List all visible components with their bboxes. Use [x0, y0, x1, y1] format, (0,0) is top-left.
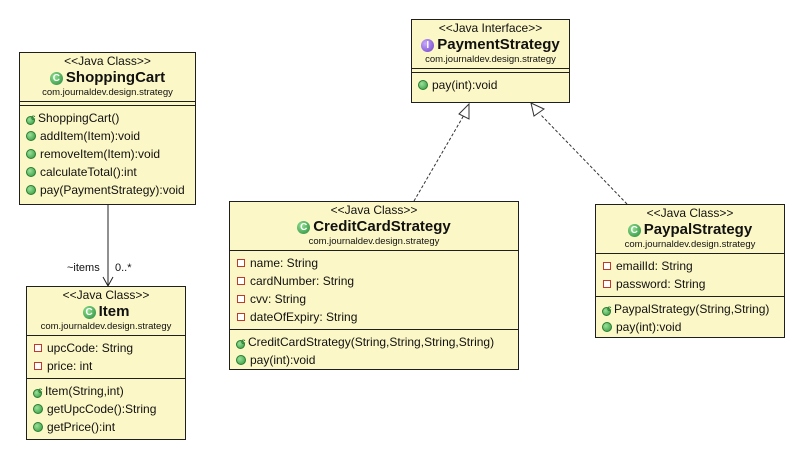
- field-row: name: String: [230, 254, 518, 272]
- stereotype-label: <<Java Class>>: [62, 288, 150, 302]
- payment-strategy-interface[interactable]: <<Java Interface>> I PaymentStrategy com…: [411, 19, 570, 103]
- credit-card-strategy-class[interactable]: <<Java Class>> C CreditCardStrategy com.…: [229, 201, 519, 370]
- package-label: com.journaldev.design.strategy: [40, 321, 172, 332]
- class-icon: C: [627, 223, 641, 237]
- class-name: PaypalStrategy: [643, 221, 753, 238]
- interface-icon: I: [421, 38, 435, 52]
- operations-compartment: pay(int):void: [412, 73, 569, 97]
- class-title: C Item: [27, 303, 185, 321]
- association-multiplicity-label: 0..*: [115, 262, 132, 274]
- public-method-icon: [418, 80, 428, 90]
- field-row: password: String: [596, 275, 784, 293]
- class-name: CreditCardStrategy: [313, 218, 451, 235]
- package-label: com.journaldev.design.strategy: [42, 87, 173, 98]
- shopping-cart-class[interactable]: <<Java Class>> C ShoppingCart com.journa…: [19, 52, 196, 205]
- field-row: upcCode: String: [27, 339, 185, 357]
- private-field-icon: [603, 262, 611, 270]
- public-method-icon: [26, 131, 36, 141]
- class-title: C CreditCardStrategy: [230, 218, 518, 236]
- method-row: pay(int):void: [596, 318, 784, 336]
- private-field-icon: [237, 259, 245, 267]
- method-row: getPrice():int: [27, 418, 185, 436]
- class-header: <<Java Class>> C CreditCardStrategy com.…: [230, 202, 518, 250]
- paypal-strategy-class[interactable]: <<Java Class>> C PaypalStrategy com.jour…: [595, 204, 785, 338]
- method-row: calculateTotal():int: [20, 163, 195, 181]
- constructor-icon: c: [33, 386, 42, 398]
- field-row: emailId: String: [596, 257, 784, 275]
- constructor-icon: c: [236, 337, 245, 349]
- constructor-icon: c: [602, 304, 611, 316]
- private-field-icon: [237, 277, 245, 285]
- stereotype-label: <<Java Class>>: [64, 54, 151, 68]
- class-title: C ShoppingCart: [20, 69, 195, 87]
- stereotype-label: <<Java Class>>: [330, 203, 418, 217]
- association-role-label: ~items: [67, 262, 100, 274]
- method-row: pay(int):void: [230, 351, 518, 369]
- field-row: cvv: String: [230, 290, 518, 308]
- public-method-icon: [602, 322, 612, 332]
- field-row: dateOfExpiry: String: [230, 308, 518, 326]
- private-field-icon: [603, 280, 611, 288]
- realization-arrowhead-paypal: [530, 102, 545, 117]
- class-header: <<Java Interface>> I PaymentStrategy com…: [412, 20, 569, 68]
- class-header: <<Java Class>> C PaypalStrategy com.jour…: [596, 205, 784, 253]
- class-name: Item: [98, 303, 130, 320]
- private-field-icon: [237, 295, 245, 303]
- class-name: ShoppingCart: [65, 69, 166, 86]
- package-label: com.journaldev.design.strategy: [624, 239, 756, 250]
- class-icon: C: [297, 220, 311, 234]
- class-title: I PaymentStrategy: [412, 36, 569, 54]
- method-row: pay(int):void: [412, 76, 569, 94]
- class-name: PaymentStrategy: [437, 36, 560, 53]
- constructor-icon: c: [26, 113, 35, 125]
- stereotype-label: <<Java Interface>>: [438, 21, 543, 35]
- attributes-compartment: name: String cardNumber: String cvv: Str…: [230, 251, 518, 329]
- attributes-compartment: emailId: String password: String: [596, 254, 784, 296]
- realization-line-paypal: [539, 113, 628, 205]
- attributes-compartment: upcCode: String price: int: [27, 336, 185, 378]
- package-label: com.journaldev.design.strategy: [308, 236, 440, 247]
- class-icon: C: [49, 71, 63, 85]
- field-row: cardNumber: String: [230, 272, 518, 290]
- public-method-icon: [26, 185, 36, 195]
- public-method-icon: [236, 355, 246, 365]
- method-row: pay(PaymentStrategy):void: [20, 181, 195, 199]
- public-method-icon: [33, 422, 43, 432]
- private-field-icon: [237, 313, 245, 321]
- item-class[interactable]: <<Java Class>> C Item com.journaldev.des…: [26, 286, 186, 440]
- class-title: C PaypalStrategy: [596, 221, 784, 239]
- package-label: com.journaldev.design.strategy: [425, 54, 556, 65]
- method-row: getUpcCode():String: [27, 400, 185, 418]
- class-icon: C: [82, 305, 96, 319]
- field-row: price: int: [27, 357, 185, 375]
- private-field-icon: [34, 362, 42, 370]
- private-field-icon: [34, 344, 42, 352]
- public-method-icon: [26, 167, 36, 177]
- method-row: addItem(Item):void: [20, 127, 195, 145]
- realization-line-creditcard: [413, 114, 465, 202]
- class-header: <<Java Class>> C Item com.journaldev.des…: [27, 287, 185, 335]
- class-header: <<Java Class>> C ShoppingCart com.journa…: [20, 53, 195, 101]
- method-row: removeItem(Item):void: [20, 145, 195, 163]
- public-method-icon: [33, 404, 43, 414]
- realization-arrowhead-creditcard: [458, 102, 470, 120]
- public-method-icon: [26, 149, 36, 159]
- stereotype-label: <<Java Class>>: [646, 206, 734, 220]
